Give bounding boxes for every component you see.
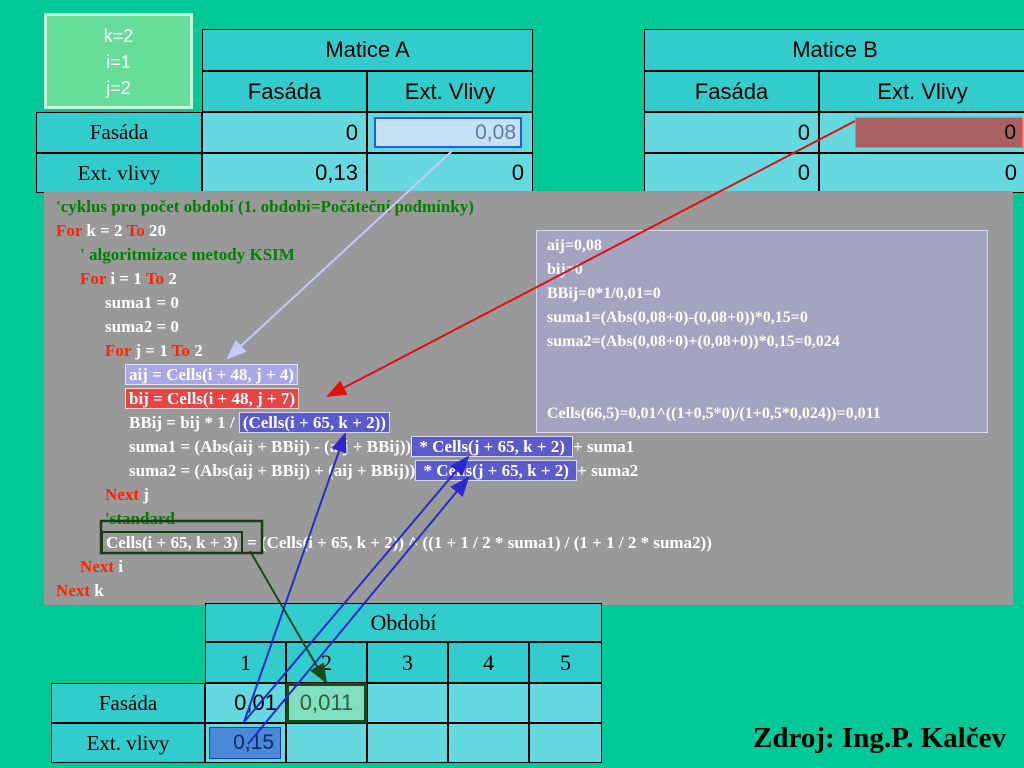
counter-j: j=2 [106, 78, 131, 98]
calc-line: BBij=0*1/0,01=0 [547, 285, 661, 302]
period-cell[interactable] [448, 683, 529, 723]
loop-counter-box: k=2 i=1 j=2 [44, 13, 193, 109]
code-comment-line: 'standard [105, 509, 175, 528]
code-line-bij: bij = Cells(i + 48, j + 7) [125, 388, 299, 410]
arrow-bbij [243, 432, 347, 723]
result-cells-highlight: Cells(i + 65, k + 3) [101, 531, 243, 554]
code-line-next-i: Next i [80, 557, 123, 576]
bij-code-highlight: bij = Cells(i + 48, j + 7) [125, 388, 299, 409]
code-line-aij: aij = Cells(i + 48, j + 4) [125, 364, 299, 386]
period-cell[interactable] [448, 723, 529, 763]
arrow-result [249, 550, 328, 684]
period-cell-result[interactable]: 0,011 [286, 683, 367, 723]
calc-line: aij=0,08 [547, 237, 602, 254]
period-cell-ext[interactable]: 0,15 [205, 723, 286, 763]
code-line-for-i: For i = 1 To 2 [80, 269, 177, 288]
matrix-b-title: Matice B [644, 29, 1024, 71]
matrix-a-cell-aij[interactable]: 0,08 [367, 112, 533, 153]
matrix-a-row-ext-vlivy: Ext. vlivy [36, 153, 202, 193]
matrix-a-cell[interactable]: 0 [367, 153, 533, 193]
matrix-b-col-fasada: Fasáda [644, 71, 819, 112]
arrow-bij [326, 120, 856, 397]
code-line: suma2 = 0 [105, 317, 179, 336]
matrix-a-cell[interactable]: 0 [202, 112, 367, 153]
result-cells-frame [99, 519, 264, 555]
period-cell[interactable] [367, 723, 448, 763]
code-line-suma1: suma1 = (Abs(aij + BBij) - (aij + BBij))… [129, 436, 635, 457]
counter-k: k=2 [103, 26, 134, 46]
code-line-bbij: BBij = bij * 1 / (Cells(i + 65, k + 2)) [129, 412, 390, 434]
matrix-b-col-ext-vlivy: Ext. Vlivy [819, 71, 1024, 112]
calculation-box: aij=0,08 bij=0 BBij=0*1/0,01=0 suma1=(Ab… [536, 230, 988, 433]
period-title: Období [205, 603, 602, 642]
aij-highlight: 0,08 [374, 117, 522, 148]
calc-line: suma1=(Abs(0,08+0)-(0,08+0))*0,15=0 [547, 309, 808, 326]
period-ext-highlight: 0,15 [209, 727, 281, 759]
matrix-a-col-fasada: Fasáda [202, 71, 367, 112]
code-line: suma1 = 0 [105, 293, 179, 312]
matrix-a-row-fasada: Fasáda [36, 112, 202, 153]
period-cell[interactable] [286, 723, 367, 763]
code-line-next-k: Next k [56, 581, 104, 600]
code-line-result: Cells(i + 65, k + 3) = (Cells(i + 65, k … [101, 531, 712, 554]
calc-line: suma2=(Abs(0,08+0)+(0,08+0))*0,15=0,024 [547, 333, 840, 350]
code-comment-line: 'cyklus pro počet období (1. obdobi=Počá… [56, 197, 474, 216]
calc-line: Cells(66,5)=0,01^((1+0,5*0)/(1+0,5*0,024… [547, 405, 881, 422]
matrix-a-title: Matice A [202, 29, 533, 71]
period-header: 1 [205, 642, 286, 683]
bbij-cells-highlight: (Cells(i + 65, k + 2)) [238, 412, 390, 433]
source-credit: Zdroj: Ing.P. Kalčev [753, 722, 1006, 754]
period-cell[interactable] [367, 683, 448, 723]
code-line-for-j: For j = 1 To 2 [105, 341, 203, 360]
arrow-suma2 [247, 476, 470, 745]
arrow-suma1 [243, 455, 470, 723]
aij-code-highlight: aij = Cells(i + 48, j + 4) [125, 364, 299, 385]
code-comment-line: ' algoritmizace metody KSIM [80, 245, 295, 264]
code-line-for-k: For k = 2 To 20 [56, 221, 166, 240]
period-row-ext-vlivy: Ext. vlivy [51, 723, 205, 763]
code-line-next-j: Next j [105, 485, 149, 504]
suma1-cells-highlight: * Cells(j + 65, k + 2) [411, 436, 574, 457]
period-header: 4 [448, 642, 529, 683]
counter-i: i=1 [106, 52, 131, 72]
calc-line: bij=0 [547, 261, 583, 278]
matrix-b-cell-bij[interactable]: 0 [819, 112, 1024, 153]
matrix-b-cell[interactable]: 0 [644, 112, 819, 153]
bij-highlight: 0 [855, 117, 1023, 148]
period-cell[interactable] [529, 723, 602, 763]
matrix-a-cell[interactable]: 0,13 [202, 153, 367, 193]
period-row-fasada: Fasáda [51, 683, 205, 723]
period-header: 5 [529, 642, 602, 683]
arrow-aij [226, 150, 453, 360]
period-cell[interactable] [529, 683, 602, 723]
matrix-a-col-ext-vlivy: Ext. Vlivy [367, 71, 533, 112]
period-header: 3 [367, 642, 448, 683]
